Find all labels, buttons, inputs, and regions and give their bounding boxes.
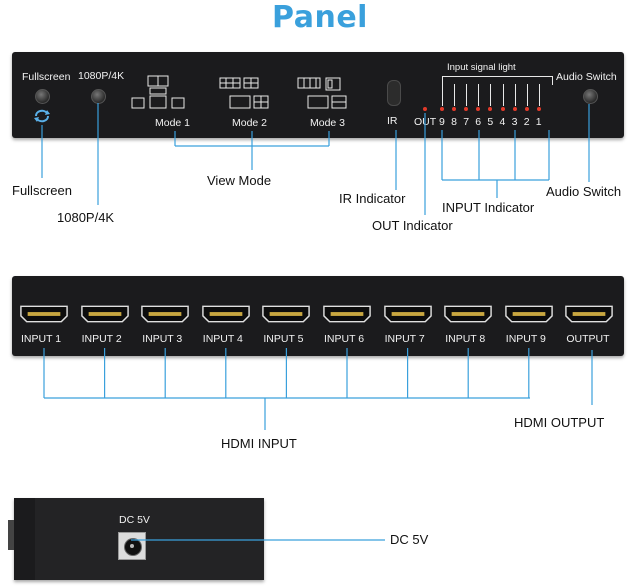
out-led [423, 107, 427, 111]
view-mode-callout: View Mode [207, 173, 272, 188]
input-indicator-callout: INPUT Indicator [442, 200, 535, 215]
ir-indicator-callout: IR Indicator [339, 191, 406, 206]
input-signal-led [500, 107, 505, 111]
hdmi-input-port [80, 305, 129, 323]
res-callout: 1080P/4K [57, 210, 115, 225]
led-bracket-tick [442, 84, 443, 106]
led-number-label: 6 [475, 116, 482, 128]
led-bracket-tick [526, 84, 528, 106]
audio-switch-button[interactable] [583, 89, 598, 104]
side-panel-edge [8, 520, 14, 550]
ir-label: IR [387, 115, 398, 127]
input-signal-led [464, 107, 469, 111]
led-number-label: 2 [523, 116, 530, 128]
led-bracket-tick [538, 84, 540, 106]
ir-sensor [387, 80, 401, 106]
out-indicator-callout: OUT Indicator [372, 218, 453, 233]
hdmi-input-port [201, 305, 250, 323]
mode-1-label: Mode 1 [155, 117, 191, 129]
port-label: INPUT 8 [445, 333, 486, 345]
port-label: OUTPUT [566, 333, 610, 345]
port-label: INPUT 2 [81, 333, 122, 345]
led-number-label: 1 [535, 116, 542, 128]
res-label: 1080P/4K [78, 70, 125, 82]
audio-switch-callout: Audio Switch [546, 184, 622, 199]
dc-jack [118, 532, 146, 560]
input-signal-led [536, 107, 541, 111]
input-signal-led [488, 107, 493, 111]
hdmi-input-port [20, 305, 68, 323]
dc-jack-pin [130, 544, 134, 548]
led-number-label: 3 [511, 116, 518, 128]
input-signal-led [476, 107, 481, 111]
led-bracket [442, 76, 553, 85]
port-label: INPUT 1 [21, 333, 62, 345]
hdmi-input-port [504, 305, 553, 323]
mode-layout-icons [131, 75, 347, 109]
led-number-label: 7 [463, 116, 470, 128]
led-number-label: 5 [487, 116, 494, 128]
dc-panel-label: DC 5V [119, 514, 150, 526]
port-label: INPUT 4 [202, 333, 243, 345]
dc-callout: DC 5V [390, 532, 429, 547]
front-panel [12, 52, 624, 138]
hdmi-output-port [565, 305, 614, 323]
fullscreen-callout: Fullscreen [12, 183, 72, 198]
led-bracket-tick [478, 84, 480, 106]
hdmi-input-port [262, 305, 311, 323]
hdmi-input-port [444, 305, 492, 323]
port-label: INPUT 6 [324, 333, 365, 345]
led-bracket-tick [490, 84, 492, 106]
led-bracket-tick [514, 84, 516, 106]
input-signal-label: Input signal light [447, 62, 516, 73]
hdmi-input-callout: HDMI INPUT [221, 436, 297, 451]
led-number-label: 8 [451, 116, 457, 128]
port-label: INPUT 5 [263, 333, 304, 345]
led-bracket-tick [502, 84, 504, 106]
input-signal-led [452, 107, 457, 111]
hdmi-input-port [323, 305, 371, 323]
input-signal-led [512, 107, 517, 111]
mode-3-label: Mode 3 [310, 117, 346, 129]
side-panel-face [35, 498, 264, 580]
port-label: INPUT 7 [384, 333, 425, 345]
audio-switch-label: Audio Switch [556, 71, 617, 83]
led-bracket-tick [466, 84, 468, 106]
port-label: INPUT 9 [505, 333, 546, 345]
led-bracket-tick [454, 84, 456, 106]
mode-2-label: Mode 2 [232, 117, 268, 129]
refresh-icon [34, 109, 50, 123]
page-title: Panel [272, 0, 368, 35]
port-label: INPUT 3 [142, 333, 183, 345]
fullscreen-label: Fullscreen [22, 71, 71, 83]
input-signal-led [524, 107, 529, 111]
led-number-label: 9 [439, 116, 445, 128]
input-signal-led [440, 107, 444, 111]
fullscreen-button[interactable] [35, 89, 50, 104]
hdmi-output-callout: HDMI OUTPUT [514, 415, 605, 430]
led-number-label: 4 [499, 116, 506, 128]
hdmi-input-port [383, 305, 432, 323]
hdmi-input-port [141, 305, 189, 323]
